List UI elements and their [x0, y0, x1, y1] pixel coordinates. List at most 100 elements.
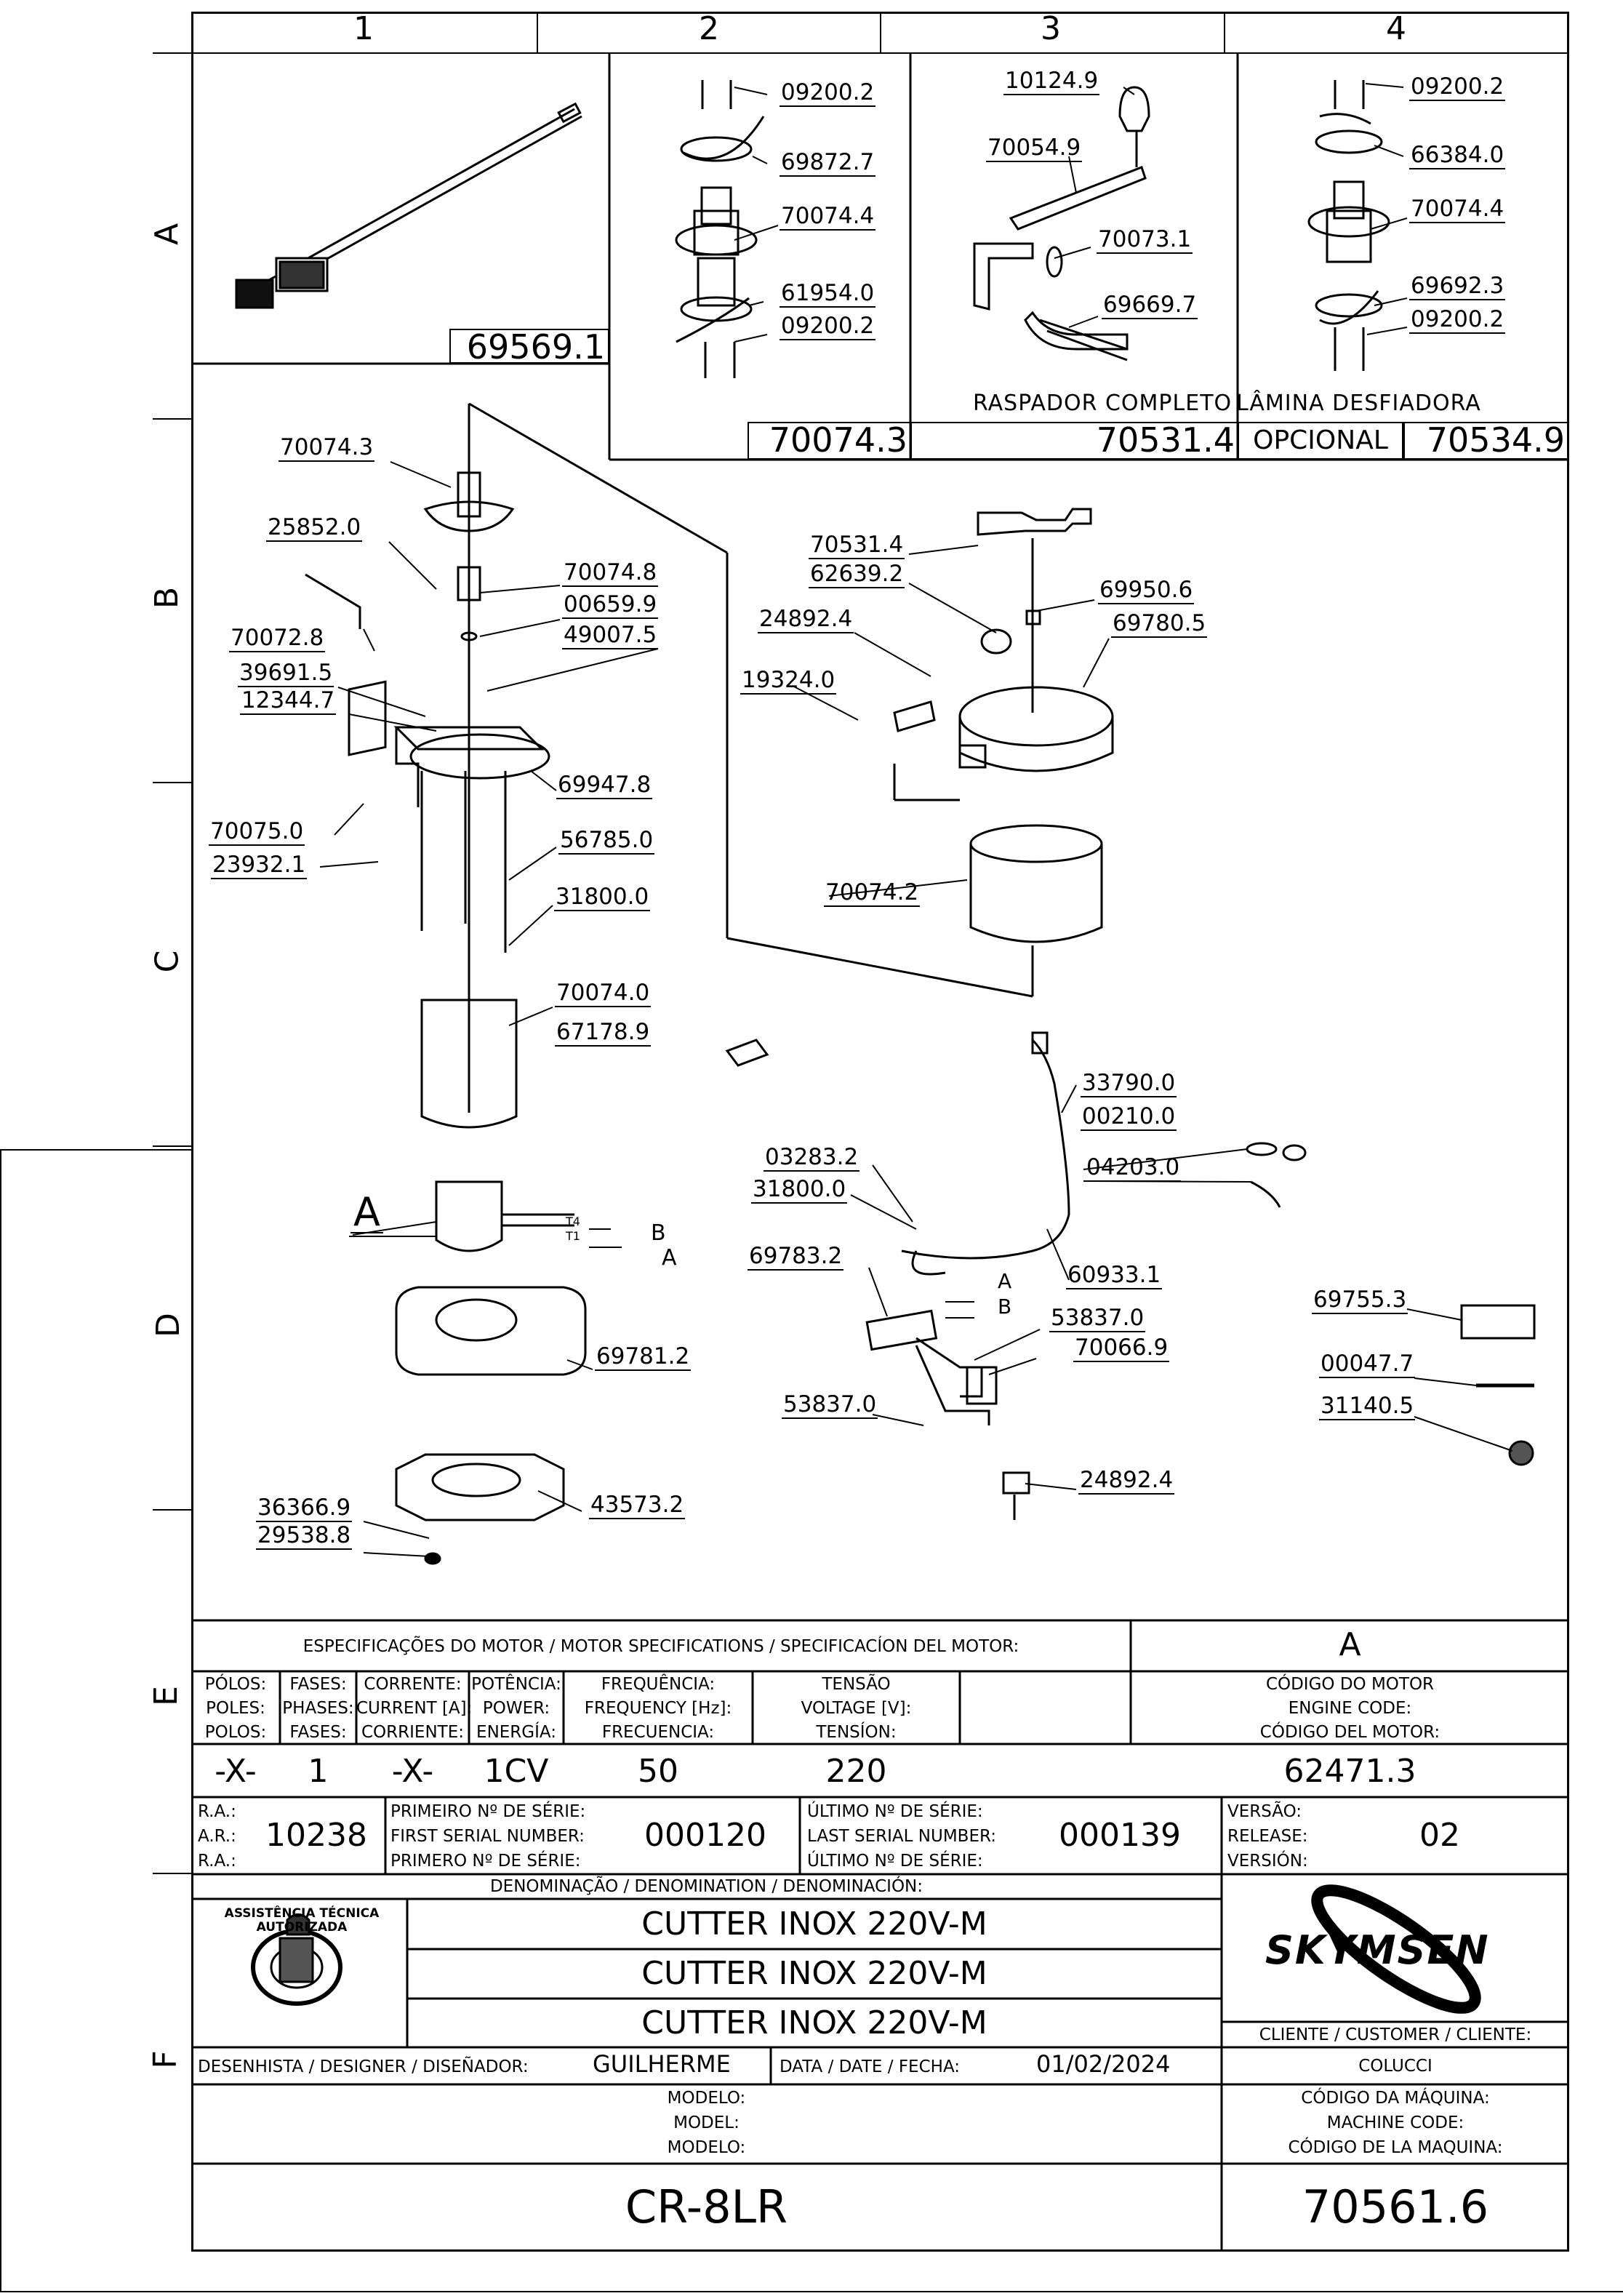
- authorized-service-stamp: ASSISTÊNCIA TÉCNICA AUTORIZADA: [224, 1906, 380, 1935]
- leader-lines: [319, 83, 1513, 1557]
- part-label: 70073.1: [1097, 226, 1193, 254]
- part-label: 69872.7: [780, 149, 876, 177]
- part-label: 31800.0: [554, 884, 651, 911]
- designer-value: GUILHERME: [593, 2050, 731, 2078]
- wire-label: A: [662, 1245, 677, 1271]
- zone-row-tick: [153, 1145, 191, 1147]
- part-label: 53837.0: [782, 1391, 878, 1419]
- part-label: 31140.5: [1319, 1393, 1416, 1420]
- client-value: COLUCCI: [1358, 2057, 1432, 2076]
- denomination-title: DENOMINAÇÃO / DENOMINATION / DENOMINACIÓ…: [489, 1877, 923, 1896]
- part-box-70531-4: 70531.4: [910, 422, 1239, 460]
- val-voltage: 220: [825, 1753, 887, 1790]
- terminal-label: T4: [566, 1215, 580, 1228]
- ra-value: 10238: [265, 1817, 367, 1854]
- blade-assembly-70534-9-drawing: [1307, 80, 1390, 371]
- wire-label: A: [998, 1269, 1012, 1293]
- part-label: 19324.0: [740, 667, 837, 695]
- part-label: 31800.0: [751, 1176, 848, 1204]
- zone-header-line: [153, 52, 1569, 54]
- zone-col-1: 1: [353, 10, 374, 47]
- ra-labels: R.A.:A.R.:R.A.:: [198, 1802, 236, 1871]
- part-label: 66384.0: [1409, 142, 1506, 169]
- model-labels: MODELO:MODEL:MODELO:: [667, 2089, 746, 2157]
- zone-col-divider: [537, 12, 538, 52]
- hdr-current: CORRENTE:CURRENT [A]:CORRIENTE:: [356, 1675, 473, 1742]
- denomination-line-3: CUTTER INOX 220V-M: [641, 2004, 987, 2041]
- part-label: 69783.2: [748, 1243, 844, 1271]
- part-label: 61954.0: [780, 280, 876, 308]
- part-label: 04203.0: [1085, 1154, 1182, 1182]
- part-label: 67178.9: [555, 1019, 652, 1047]
- zone-col-divider: [880, 12, 881, 52]
- last-serial-value: 000139: [1059, 1817, 1181, 1854]
- wire-label: B: [998, 1295, 1012, 1319]
- part-label: 00659.9: [562, 591, 659, 619]
- zone-row-tick: [153, 418, 191, 420]
- part-label: 70054.9: [986, 135, 1083, 162]
- part-label: 09200.2: [1409, 73, 1506, 101]
- optional-label: OPCIONAL: [1238, 422, 1403, 460]
- bowl-and-lid-drawing: [893, 508, 1114, 943]
- val-engine-code: 62471.3: [1283, 1753, 1416, 1790]
- part-label: 24892.4: [1078, 1467, 1175, 1495]
- zone-col-2: 2: [699, 10, 719, 47]
- part-label: 23932.1: [211, 852, 308, 879]
- part-label: 70074.4: [1409, 196, 1506, 223]
- hdr-poles: PÓLOS:POLES:POLOS:: [204, 1675, 267, 1742]
- machine-code-labels: CÓDIGO DA MÁQUINA:MACHINE CODE:CÓDIGO DE…: [1288, 2089, 1503, 2157]
- zone-row-tick: [153, 1509, 191, 1511]
- part-label: 69780.5: [1111, 610, 1208, 638]
- part-label: 69947.8: [556, 772, 653, 799]
- part-label: 70074.2: [824, 879, 921, 907]
- client-label: CLIENTE / CUSTOMER / CLIENTE:: [1259, 2025, 1532, 2044]
- terminal-label: T1: [566, 1229, 580, 1243]
- part-label: 70074.8: [562, 559, 659, 587]
- version-value: 02: [1419, 1817, 1460, 1854]
- shredder-caption: LÂMINA DESFIADORA: [1236, 391, 1481, 416]
- part-label: 09200.2: [780, 79, 876, 107]
- part-label: 49007.5: [562, 622, 659, 649]
- part-label: 25852.0: [266, 514, 363, 542]
- date-value: 01/02/2024: [1036, 2050, 1171, 2078]
- scraper-assembly-drawing: [973, 86, 1150, 361]
- part-label: 70074.3: [278, 434, 375, 462]
- electrical-harness-drawing: [865, 1031, 1536, 1520]
- val-frequency: 50: [638, 1753, 678, 1790]
- page-border-bottom: [0, 2291, 1623, 2292]
- part-label: 69950.6: [1098, 577, 1195, 604]
- part-label: 70074.0: [555, 980, 652, 1007]
- motor-spec-title: ESPECIFICAÇÕES DO MOTOR / MOTOR SPECIFIC…: [302, 1637, 1019, 1656]
- part-label: 33790.0: [1081, 1070, 1177, 1097]
- part-label: 03283.2: [764, 1144, 860, 1172]
- part-label: 29538.8: [256, 1522, 353, 1550]
- val-poles: -X-: [215, 1753, 257, 1790]
- title-block-grid: [191, 1619, 1569, 2252]
- val-phases: 1: [308, 1753, 329, 1790]
- val-current: -X-: [391, 1753, 434, 1790]
- machine-code-value: 70561.6: [1302, 2180, 1489, 2233]
- date-label: DATA / DATE / FECHA:: [780, 2057, 961, 2076]
- hdr-phases: FASES:PHASES:FASES:: [282, 1675, 354, 1742]
- part-label: 00210.0: [1081, 1103, 1177, 1131]
- part-label: 70531.4: [809, 532, 905, 559]
- brand-swoosh: [1311, 1884, 1481, 2014]
- wire-label: B: [651, 1220, 666, 1246]
- part-label: 69692.3: [1409, 273, 1506, 300]
- part-label: 09200.2: [1409, 306, 1506, 334]
- cable-assembly-drawing: [235, 102, 582, 309]
- part-label: 60933.1: [1066, 1262, 1163, 1289]
- part-label: 70066.9: [1073, 1335, 1170, 1362]
- designer-label: DESENHISTA / DESIGNER / DISEÑADOR:: [198, 2057, 529, 2076]
- part-label: 56785.0: [558, 827, 655, 855]
- zone-row-tick: [153, 782, 191, 783]
- page-border-left: [0, 1149, 1, 2291]
- page-border-left-mark: [0, 1149, 191, 1151]
- first-serial-value: 000120: [644, 1817, 766, 1854]
- part-label: 70075.0: [209, 818, 305, 846]
- part-box-70074-3: 70074.3: [748, 422, 912, 460]
- version-labels: VERSÃO:RELEASE:VERSIÓN:: [1227, 1802, 1308, 1871]
- brand-logo: SKYMSEN: [1265, 1927, 1490, 1973]
